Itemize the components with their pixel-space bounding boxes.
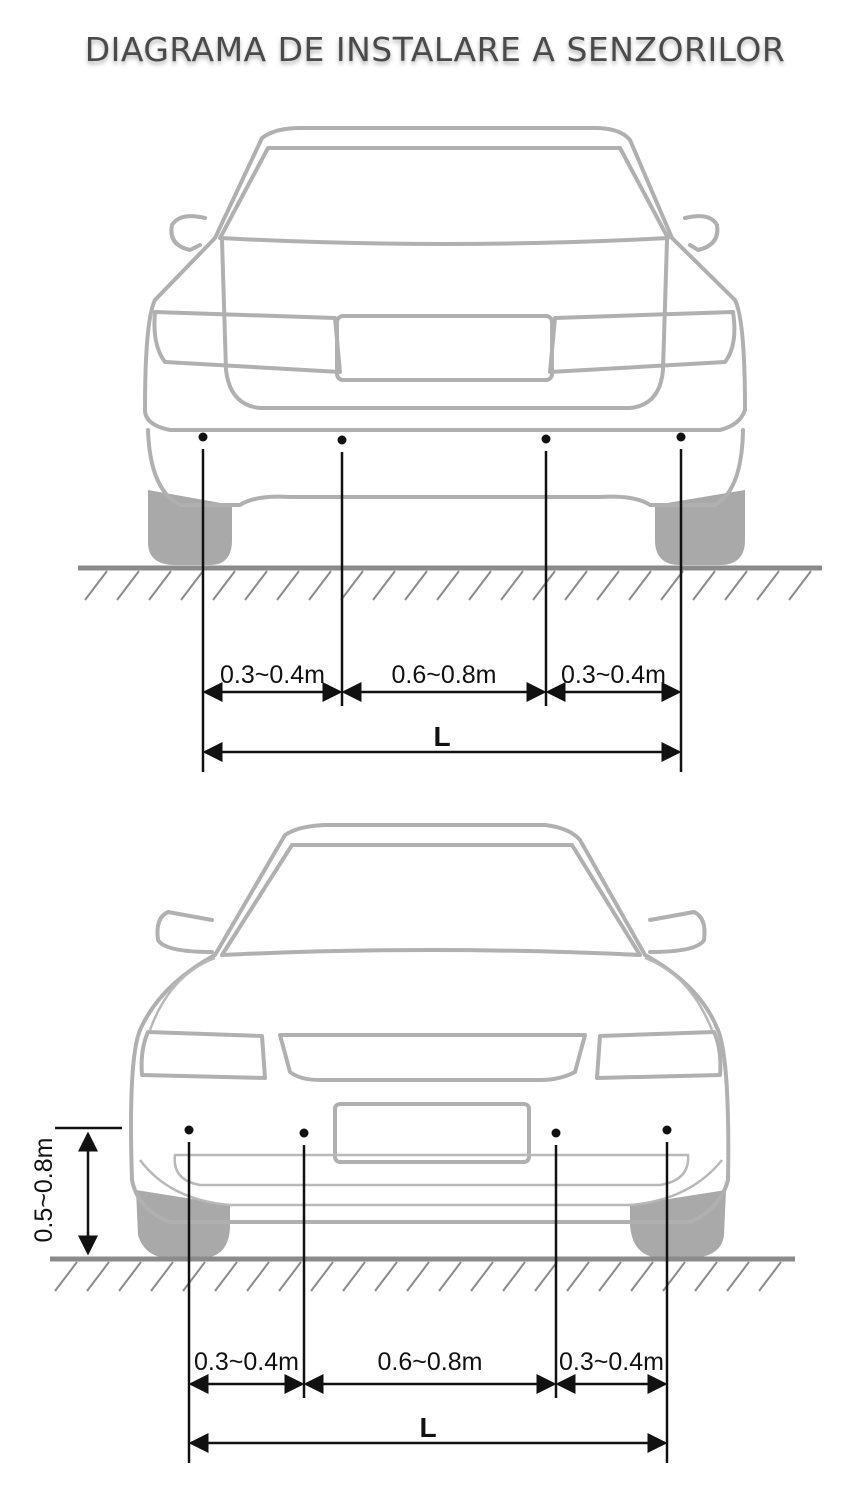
ground-hatch <box>564 570 588 601</box>
sensor-dot <box>184 1125 194 1135</box>
ground-hatch <box>694 1261 718 1292</box>
spacing-label: 0.6~0.8m <box>378 1348 483 1376</box>
total-length-label: L <box>433 721 450 752</box>
rear-car-illustration <box>143 126 747 565</box>
spacing-label: 0.3~0.4m <box>561 661 666 689</box>
ground-hatch <box>278 1261 302 1292</box>
ground-hatch <box>148 570 172 601</box>
grille <box>278 1033 587 1082</box>
ground-hatch <box>404 570 428 601</box>
ground-hatch <box>628 570 652 601</box>
ground-hatch <box>660 570 684 601</box>
ground-hatch <box>308 570 332 601</box>
rear-mirror-left <box>169 214 207 252</box>
ground-hatch <box>532 570 556 601</box>
ground-hatch <box>438 1261 462 1292</box>
ground-hatch <box>180 570 204 601</box>
spacing-label: 0.3~0.4m <box>194 1348 299 1376</box>
ground-hatch <box>756 570 780 601</box>
spacing-label: 0.3~0.4m <box>559 1348 664 1376</box>
front-sensor-dimensions: 0.3~0.4m 0.6~0.8m 0.3~0.4mL <box>184 1125 672 1463</box>
ground-hatch <box>342 1261 366 1292</box>
hood-line <box>148 956 714 1031</box>
ground-hatch <box>374 1261 398 1292</box>
height-label: 0.5~0.8m <box>30 1138 58 1243</box>
rear-sensor-dimensions: 0.3~0.4m 0.6~0.8m 0.3~0.4mL <box>198 432 686 772</box>
ground-hatch <box>500 570 524 601</box>
ground-hatch <box>726 1261 750 1292</box>
ground-hatch <box>86 1261 110 1292</box>
ground-hatch <box>244 570 268 601</box>
spacing-label: 0.6~0.8m <box>392 661 497 689</box>
sensor-dot <box>676 432 686 442</box>
ground-hatch <box>436 570 460 601</box>
ground-hatch <box>310 1261 334 1292</box>
ground-hatch <box>372 570 396 601</box>
sensor-dot <box>541 434 551 444</box>
rear-window <box>218 146 670 246</box>
ground-hatch <box>84 570 108 601</box>
ground-hatch <box>182 1261 206 1292</box>
height-dimension: 0.5~0.8m <box>30 1126 122 1256</box>
headlight-right <box>595 1030 723 1080</box>
ground-hatch <box>276 570 300 601</box>
sensor-dot <box>662 1125 672 1135</box>
ground-hatch <box>758 1261 782 1292</box>
ground-hatch <box>470 1261 494 1292</box>
ground-hatch <box>630 1261 654 1292</box>
ground-hatch <box>212 570 236 601</box>
ground-hatch <box>788 570 812 601</box>
front-mirror-right <box>648 910 707 954</box>
rear-right-wheel <box>655 490 745 565</box>
ground-hatch <box>150 1261 174 1292</box>
ground-hatch <box>246 1261 270 1292</box>
headlight-left <box>139 1030 267 1080</box>
ground-hatch <box>406 1261 430 1292</box>
ground-hatch <box>54 1261 78 1292</box>
taillight-left <box>152 310 342 374</box>
ground-hatch <box>598 1261 622 1292</box>
rear-mirror-right <box>683 214 720 252</box>
sensor-dot <box>551 1128 561 1138</box>
sensor-dot <box>299 1128 309 1138</box>
rear-body-outline <box>143 126 747 432</box>
ground-hatch <box>534 1261 558 1292</box>
front-bumper-lines <box>139 1153 723 1207</box>
ground-hatch <box>692 570 716 601</box>
windshield <box>220 843 642 957</box>
rear-bumper-lower <box>146 428 745 507</box>
ground-hatch <box>340 570 364 601</box>
front-ground <box>50 1256 795 1292</box>
trunk-lid <box>220 238 669 410</box>
ground-hatch <box>118 1261 142 1292</box>
rear-plate <box>335 314 554 382</box>
sensor-dot <box>198 432 208 442</box>
spacing-label: 0.3~0.4m <box>220 661 325 689</box>
front-plate <box>333 1102 531 1164</box>
taillight-right <box>548 310 737 374</box>
total-length-label: L <box>419 1412 436 1443</box>
sensor-dot <box>337 435 347 445</box>
ground-hatch <box>596 570 620 601</box>
ground-hatch <box>724 570 748 601</box>
rear-ground <box>78 565 822 601</box>
front-car-illustration <box>129 823 731 1258</box>
ground-hatch <box>214 1261 238 1292</box>
rear-left-wheel <box>148 490 232 565</box>
front-mirror-left <box>155 910 214 954</box>
ground-hatch <box>468 570 492 601</box>
front-body-outline <box>129 823 731 1224</box>
diagram-title: DIAGRAMA DE INSTALARE A SENZORILOR <box>84 30 786 69</box>
ground-hatch <box>566 1261 590 1292</box>
ground-hatch <box>116 570 140 601</box>
ground-hatch <box>502 1261 526 1292</box>
